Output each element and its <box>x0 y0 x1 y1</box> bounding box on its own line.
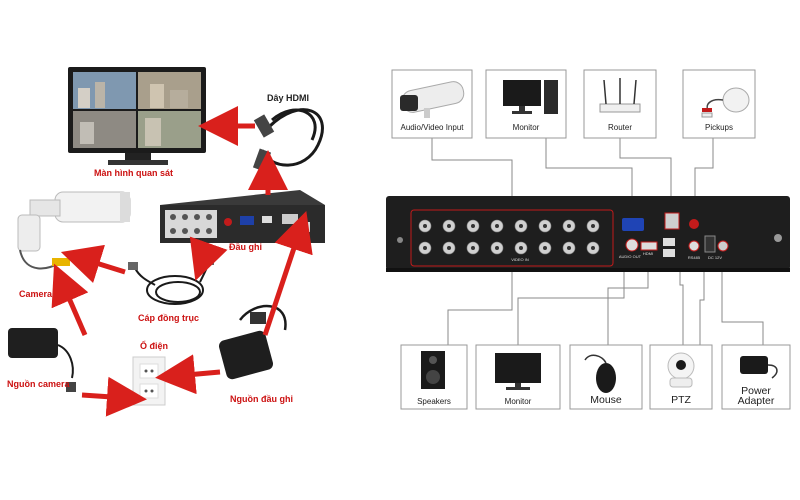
device-label-pickups: Pickups <box>704 123 733 132</box>
dvr-power-adapter-image <box>218 304 287 380</box>
bottom-device-boxes <box>400 344 791 410</box>
label-outlet: Ổ điện <box>140 341 169 351</box>
label-camera: Camera <box>19 289 53 299</box>
monitor-device-icon <box>503 80 558 114</box>
dvr-label-video-in: VIDEO IN <box>511 257 529 262</box>
connection-arrows <box>51 106 313 417</box>
device-label-router: Router <box>607 123 632 132</box>
label-dvr-power: Nguồn đầu ghi <box>230 394 293 404</box>
label-coax-cable: Cáp đồng trục <box>138 313 199 323</box>
power-adapter-device-icon <box>740 356 778 379</box>
hdmi-cable-image <box>252 108 324 172</box>
camera-image <box>17 191 131 270</box>
monitor-screen-image <box>68 67 206 165</box>
router-device-icon <box>599 78 641 113</box>
connector-lines <box>431 138 764 345</box>
device-label-monitor-bottom: Monitor <box>504 397 532 406</box>
device-label-monitor-top: Monitor <box>512 123 540 132</box>
device-label-ptz: PTZ <box>671 394 691 406</box>
device-label-av-input: Audio/Video Input <box>400 123 464 132</box>
dvr-label-dc: DC 12V <box>707 255 722 260</box>
label-dvr: Đầu ghi <box>229 242 262 252</box>
dvr-rear-panel <box>386 196 790 272</box>
camera-power-adapter-image <box>8 328 76 392</box>
dvr-label-hdmi: HDMI <box>642 251 654 256</box>
device-label-power-adapter: Power Adapter <box>737 385 775 407</box>
mouse-device-icon <box>584 354 616 393</box>
pickup-device-icon <box>701 87 750 118</box>
monitor-device-icon-bottom <box>495 353 541 390</box>
coax-cable-image <box>128 255 214 305</box>
speaker-device-icon <box>421 351 445 389</box>
dvr-label-rs485: RS485 <box>687 255 701 260</box>
device-label-speakers: Speakers <box>417 397 451 406</box>
label-hdmi-cable: Dây HDMI <box>267 93 310 103</box>
ptz-camera-device-icon <box>667 352 695 388</box>
camera-device-icon <box>400 81 465 118</box>
label-monitor: Màn hình quan sát <box>94 168 174 178</box>
label-camera-power: Nguồn camera <box>7 379 70 389</box>
power-outlet-image <box>132 356 166 406</box>
device-label-mouse: Mouse <box>590 394 622 406</box>
dvr-label-audio-out: AUDIO OUT <box>618 254 642 259</box>
